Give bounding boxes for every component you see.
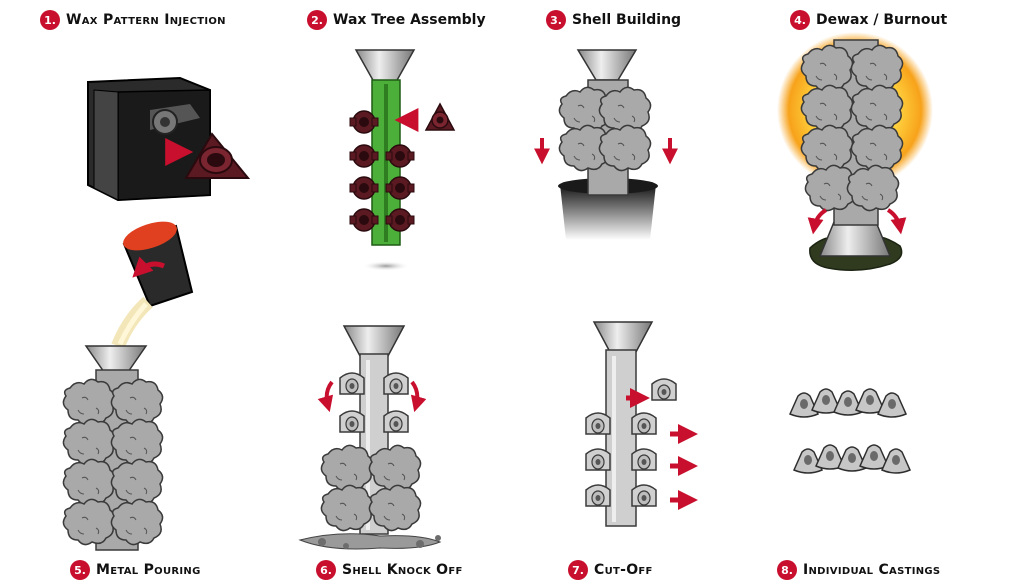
step-6-label: 6. Shell Knock Off (316, 560, 463, 580)
step-2-title: Wax Tree Assembly (333, 12, 486, 28)
step-7-number: 7. (568, 560, 588, 580)
step-8-title: Individual Castings (803, 562, 941, 578)
step-8-number: 8. (777, 560, 797, 580)
step-4-label: 4. Dewax / Burnout (790, 10, 947, 30)
step-8-label: 8. Individual Castings (777, 560, 940, 580)
step-6-title: Shell Knock Off (342, 562, 463, 578)
step-3-number: 3. (546, 10, 566, 30)
step-5-title: Metal Pouring (96, 562, 201, 578)
step-1-number: 1. (40, 10, 60, 30)
step-1-label: 1. Wax Pattern Injection (40, 10, 226, 30)
cut-off (585, 321, 698, 527)
step-7-label: 7. Cut-Off (568, 560, 653, 580)
step-4-title: Dewax / Burnout (816, 12, 948, 28)
wax-tree (349, 49, 456, 271)
step-5-label: 5. Metal Pouring (70, 560, 201, 580)
step-3-label: 3. Shell Building (546, 10, 681, 30)
shell-knock-off (298, 325, 442, 550)
step-2-number: 2. (307, 10, 327, 30)
step-6-number: 6. (316, 560, 336, 580)
step-1-title: Wax Pattern Injection (66, 12, 226, 28)
individual-castings (789, 388, 911, 474)
step-2-label: 2. Wax Tree Assembly (307, 10, 486, 30)
metal-pouring (62, 221, 194, 551)
wax-injection-mold (87, 76, 251, 202)
step-4-number: 4. (790, 10, 810, 30)
step-5-number: 5. (70, 560, 90, 580)
step-3-title: Shell Building (572, 12, 682, 28)
shell-building (534, 49, 678, 240)
step-7-title: Cut-Off (594, 562, 653, 578)
dewax-burnout (777, 32, 933, 271)
